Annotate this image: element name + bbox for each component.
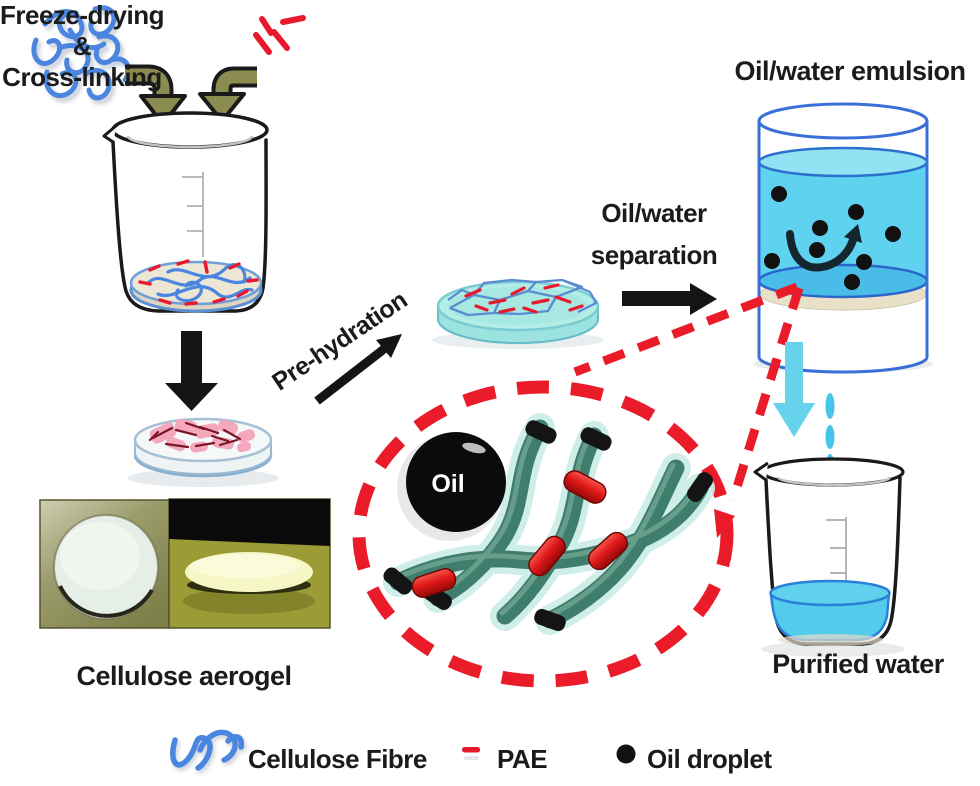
freeze-drying-line1: Freeze-drying [0, 0, 165, 30]
pae-crosslink-pills [411, 470, 629, 598]
freeze-drying-line3: Cross-linking [2, 62, 162, 92]
pre-hydration-arrow-icon [314, 334, 402, 405]
aerogel-photo-left [39, 499, 170, 629]
freeze-dried-aerogel-dish [127, 417, 279, 487]
purified-water-liquid [769, 579, 891, 646]
legend-oil-droplet-icon [616, 744, 636, 764]
aerogel-photo-right [168, 498, 331, 629]
cellulose-aerogel-label: Cellulose aerogel [76, 661, 292, 691]
pour-arrow-left-icon [125, 64, 187, 126]
membrane-pae-dashes [464, 283, 584, 314]
pre-hydrated-membrane-dish [432, 278, 604, 349]
beaker-graduation [182, 172, 204, 257]
freeze-drying-line2: & [72, 31, 92, 61]
beaker-suspension [129, 259, 263, 313]
beaker2-graduation [826, 517, 847, 589]
purified-water-label: Purified water [772, 649, 944, 679]
pae-in-liquid [138, 259, 259, 306]
pour-arrow-right-icon [198, 66, 257, 123]
filtrate-arrow-icon [773, 342, 815, 437]
crosslinked-network [148, 418, 255, 453]
oil-sphere: Oil [397, 432, 506, 541]
pae-marks-icon [253, 15, 306, 55]
legend-cellulose-fibre-icon [170, 729, 245, 771]
freeze-drying-label: Freeze-drying & Cross-linking [0, 0, 165, 93]
legend-label-oil-droplet: Oil droplet [647, 744, 772, 774]
separation-line1: Oil/water [601, 198, 707, 228]
emulsion-cylinder [753, 102, 933, 374]
legend-label-cellulose-fibre: Cellulose Fibre [248, 744, 427, 774]
legend-pae-icon [462, 747, 480, 760]
fibres-in-liquid [146, 262, 254, 303]
freeze-drying-arrow-icon [165, 331, 218, 411]
oil-droplets-in-emulsion [764, 186, 901, 290]
separation-arrow-icon [622, 283, 717, 315]
magnified-fibre-network: Oil [383, 413, 715, 635]
zoom-ellipse [352, 380, 734, 688]
legend-label-pae: PAE [497, 744, 548, 774]
mixing-beaker [102, 111, 269, 313]
cellulose-fibre-tangle-icon [31, 5, 131, 101]
separation-line2: separation [590, 240, 718, 270]
purified-water-beaker [753, 457, 905, 657]
oil-sphere-label: Oil [431, 470, 464, 498]
membrane-fibre-network [447, 278, 598, 317]
stir-arrow-icon [786, 224, 862, 272]
oil-water-emulsion-label: Oil/water emulsion [734, 56, 966, 86]
oil-water-separation-label: Oil/water separation [576, 192, 732, 276]
